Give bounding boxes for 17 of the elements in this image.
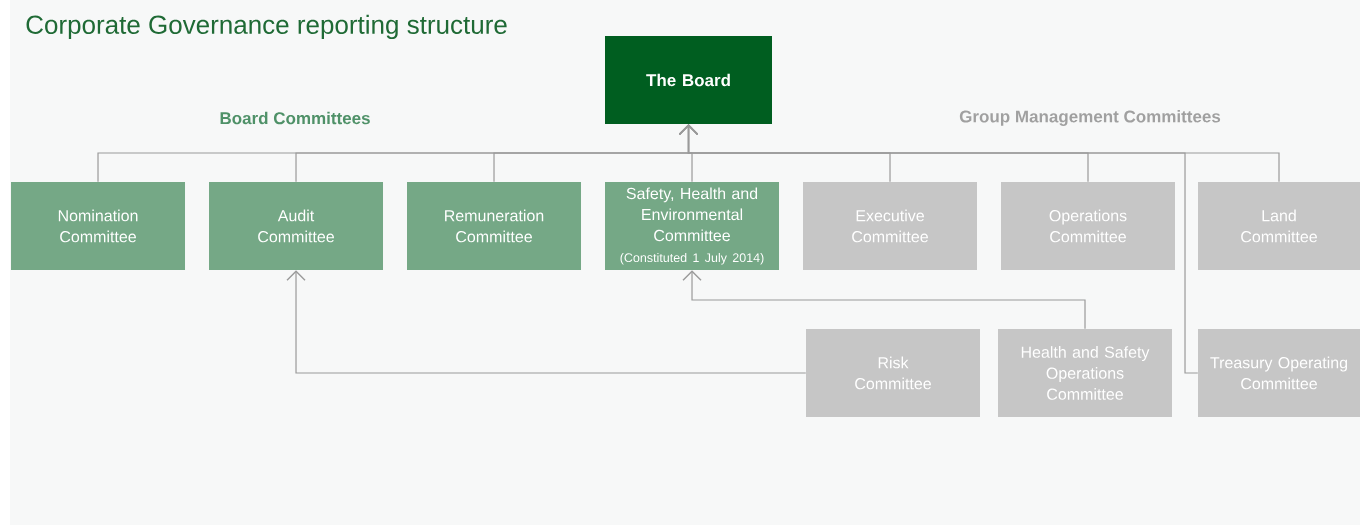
board-box: The Board: [605, 36, 772, 124]
committee-box: Nomination Committee: [11, 182, 185, 270]
committee-box: Audit Committee: [209, 182, 383, 270]
title: Corporate Governance reporting structure: [26, 14, 507, 40]
group-heading: Board Committees: [220, 111, 370, 125]
committee-box: Risk Committee: [806, 329, 980, 417]
committee-box: Land Committee: [1198, 182, 1360, 270]
committee-box: Health and Safety Operations Committee: [998, 329, 1172, 417]
committee-box: Operations Committee: [1001, 182, 1175, 270]
connector-arrow: [682, 270, 1086, 330]
connector-arrow: [286, 270, 807, 374]
connector-arrow: [678, 124, 1199, 374]
committee-box: Remuneration Committee: [407, 182, 581, 270]
committee-box: Executive Committee: [803, 182, 977, 270]
committee-box: Safety, Health and Environmental Committee (Constituted 1 July 2014): [605, 182, 779, 270]
group-heading: Group Management Committees: [959, 110, 1221, 126]
committee-box: Treasury Operating Committee: [1198, 329, 1360, 417]
